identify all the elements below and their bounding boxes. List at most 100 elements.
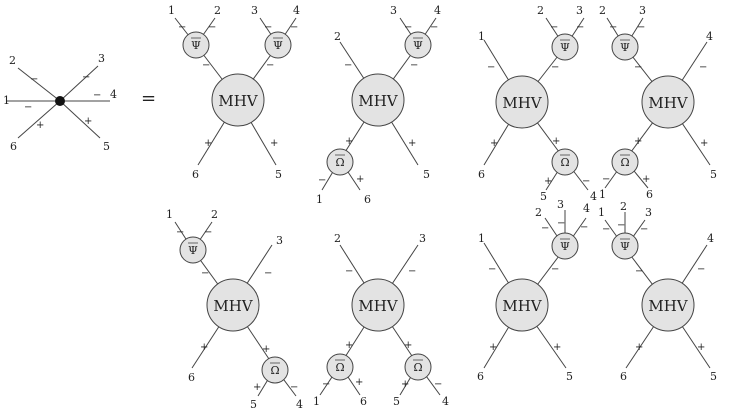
- vertex-sign: +: [36, 120, 44, 131]
- sign: +: [404, 340, 412, 351]
- diagram-bottom-2: MHV Ω Ω 2 3 1 6 5 4 − − + + − + + −: [313, 232, 449, 408]
- leg-label: 1: [599, 188, 606, 201]
- diagram-top-3: MHV Ψ Ω 1 2 3 6 5 4 − − − − + + + −: [478, 4, 597, 203]
- leg-label: 3: [390, 4, 397, 17]
- sign: +: [262, 344, 270, 355]
- sign: −: [541, 223, 549, 234]
- leg-label: 5: [275, 168, 282, 181]
- psi-blob: [611, 33, 639, 61]
- sign: +: [253, 382, 261, 393]
- leg-label: 1: [313, 395, 320, 408]
- leg-label: 2: [599, 4, 606, 17]
- sign: −: [290, 22, 298, 33]
- omega-label: Ω: [620, 156, 629, 169]
- mhv-label: MHV: [648, 297, 688, 315]
- leg-label: 3: [557, 198, 564, 211]
- sign: +: [345, 136, 353, 147]
- omega-blob: [326, 148, 354, 176]
- mhv-label: MHV: [648, 94, 688, 112]
- diagram-bottom-4: MHV Ψ 1 2 3 4 6 5 − − − − − + +: [598, 200, 717, 383]
- omega-blob: [611, 148, 639, 176]
- leg-label: 6: [364, 193, 371, 206]
- sign: −: [487, 62, 495, 73]
- psi-label: Ψ: [191, 39, 201, 52]
- sign: +: [489, 342, 497, 353]
- leg-label: 2: [537, 4, 544, 17]
- equals-sign: =: [141, 88, 156, 109]
- omega-label: Ω: [560, 156, 569, 169]
- omega-blob: [261, 356, 289, 384]
- vertex-diagram: 2 3 1 4 6 5 − − − − + +: [3, 52, 117, 153]
- sign: +: [552, 136, 560, 147]
- leg-label: 2: [211, 208, 218, 221]
- sign: −: [204, 227, 212, 238]
- sign: −: [404, 22, 412, 33]
- sign: −: [201, 268, 209, 279]
- mhv-blob: [351, 73, 405, 127]
- sign: −: [178, 22, 186, 33]
- vertex-label-3: 3: [98, 52, 105, 65]
- sign: +: [270, 138, 278, 149]
- leg-label: 3: [576, 4, 583, 17]
- sign: −: [602, 174, 610, 185]
- omega-blob: [551, 148, 579, 176]
- sign: +: [642, 174, 650, 185]
- sign: −: [602, 224, 610, 235]
- leg-label: 5: [250, 398, 257, 410]
- sign: −: [345, 266, 353, 277]
- sign: −: [551, 264, 559, 275]
- mhv-label: MHV: [213, 297, 253, 315]
- diagram-top-2: MHV Ψ Ω 2 3 4 1 6 5 − − − − + + − +: [316, 4, 441, 206]
- psi-blob: [264, 31, 292, 59]
- sign: −: [488, 264, 496, 275]
- leg-label: 2: [620, 200, 627, 213]
- leg-label: 6: [188, 371, 195, 384]
- leg-label: 2: [535, 206, 542, 219]
- mhv-label: MHV: [358, 92, 398, 110]
- omega-label: Ω: [413, 361, 422, 374]
- psi-label: Ψ: [188, 244, 198, 257]
- vertex-sign: −: [93, 90, 101, 101]
- psi-blob: [611, 232, 639, 260]
- psi-label: Ψ: [620, 240, 630, 253]
- leg-label: 5: [393, 395, 400, 408]
- omega-label: Ω: [335, 361, 344, 374]
- leg-label: 6: [192, 168, 199, 181]
- leg-label: 1: [478, 232, 485, 245]
- sign: −: [576, 22, 584, 33]
- sign: −: [344, 60, 352, 71]
- leg-label: 1: [478, 30, 485, 43]
- leg-label: 1: [598, 206, 605, 219]
- leg-label: 5: [566, 370, 573, 383]
- omega-label: Ω: [335, 156, 344, 169]
- leg-label: 4: [706, 30, 713, 43]
- sign: −: [551, 62, 559, 73]
- leg-label: 4: [434, 4, 441, 17]
- vertex-sign: +: [84, 116, 92, 127]
- sign: −: [202, 60, 210, 71]
- sign: −: [550, 22, 558, 33]
- mhv-blob: [495, 278, 549, 332]
- sign: +: [356, 174, 364, 185]
- psi-blob: [551, 33, 579, 61]
- sign: −: [699, 62, 707, 73]
- vertex-sign: −: [82, 72, 90, 83]
- vertex-label-4: 4: [110, 88, 117, 101]
- sign: −: [410, 60, 418, 71]
- psi-label: Ψ: [620, 41, 630, 54]
- sign: −: [208, 22, 216, 33]
- sign: +: [345, 340, 353, 351]
- sign: +: [700, 138, 708, 149]
- vertex-sign: −: [30, 74, 38, 85]
- sign: −: [264, 268, 272, 279]
- vertex-label-1: 1: [3, 94, 10, 107]
- mhv-label: MHV: [502, 297, 542, 315]
- leg-label: 2: [334, 232, 341, 245]
- sign: −: [557, 218, 565, 229]
- sign: +: [490, 138, 498, 149]
- leg-label: 6: [620, 370, 627, 383]
- mhv-blob: [641, 278, 695, 332]
- sign: −: [617, 220, 625, 231]
- vertex-dot: [55, 96, 65, 106]
- leg-label: 6: [477, 370, 484, 383]
